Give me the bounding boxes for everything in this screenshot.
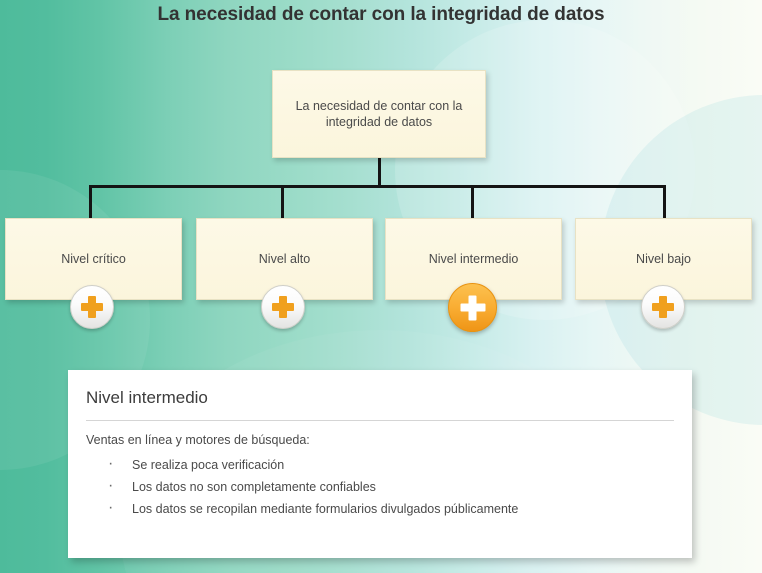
connector-horizontal — [89, 185, 666, 188]
detail-heading: Nivel intermedio — [86, 388, 208, 407]
node-box-nivel-bajo[interactable]: Nivel bajo — [575, 218, 752, 300]
detail-panel: Nivel intermedio Ventas en línea y motor… — [68, 370, 692, 558]
node-label: Nivel intermedio — [428, 252, 519, 266]
connector-drop-3 — [471, 185, 474, 219]
connector-drop-2 — [281, 185, 284, 219]
root-node-box: La necesidad de contar con la integridad… — [272, 70, 486, 158]
connector-drop-4 — [663, 185, 666, 219]
list-item: Los datos no son completamente confiable… — [104, 475, 518, 498]
list-item: Los datos se recopilan mediante formular… — [104, 497, 518, 520]
node-label: Nivel bajo — [636, 252, 691, 266]
expand-button-nivel-intermedio[interactable] — [448, 283, 497, 332]
expand-button-nivel-alto[interactable] — [261, 285, 305, 329]
expand-button-nivel-critico[interactable] — [70, 285, 114, 329]
node-box-nivel-intermedio[interactable]: Nivel intermedio — [385, 218, 562, 300]
detail-intro-text: Ventas en línea y motores de búsqueda: — [86, 433, 310, 447]
root-node-label: La necesidad de contar con la integridad… — [295, 99, 463, 129]
list-item: Se realiza poca verificación — [104, 453, 518, 476]
detail-divider — [86, 420, 674, 421]
plus-icon — [81, 296, 103, 318]
connector-drop-1 — [89, 185, 92, 219]
detail-bullet-list: Se realiza poca verificación Los datos n… — [104, 453, 518, 520]
page-title: La necesidad de contar con la integridad… — [157, 4, 605, 25]
node-label: Nivel crítico — [61, 252, 126, 266]
plus-icon — [272, 296, 294, 318]
expand-button-nivel-bajo[interactable] — [641, 285, 685, 329]
plus-icon — [652, 296, 674, 318]
node-label: Nivel alto — [258, 252, 311, 266]
connector-stem — [378, 157, 381, 187]
plus-icon — [460, 295, 485, 320]
